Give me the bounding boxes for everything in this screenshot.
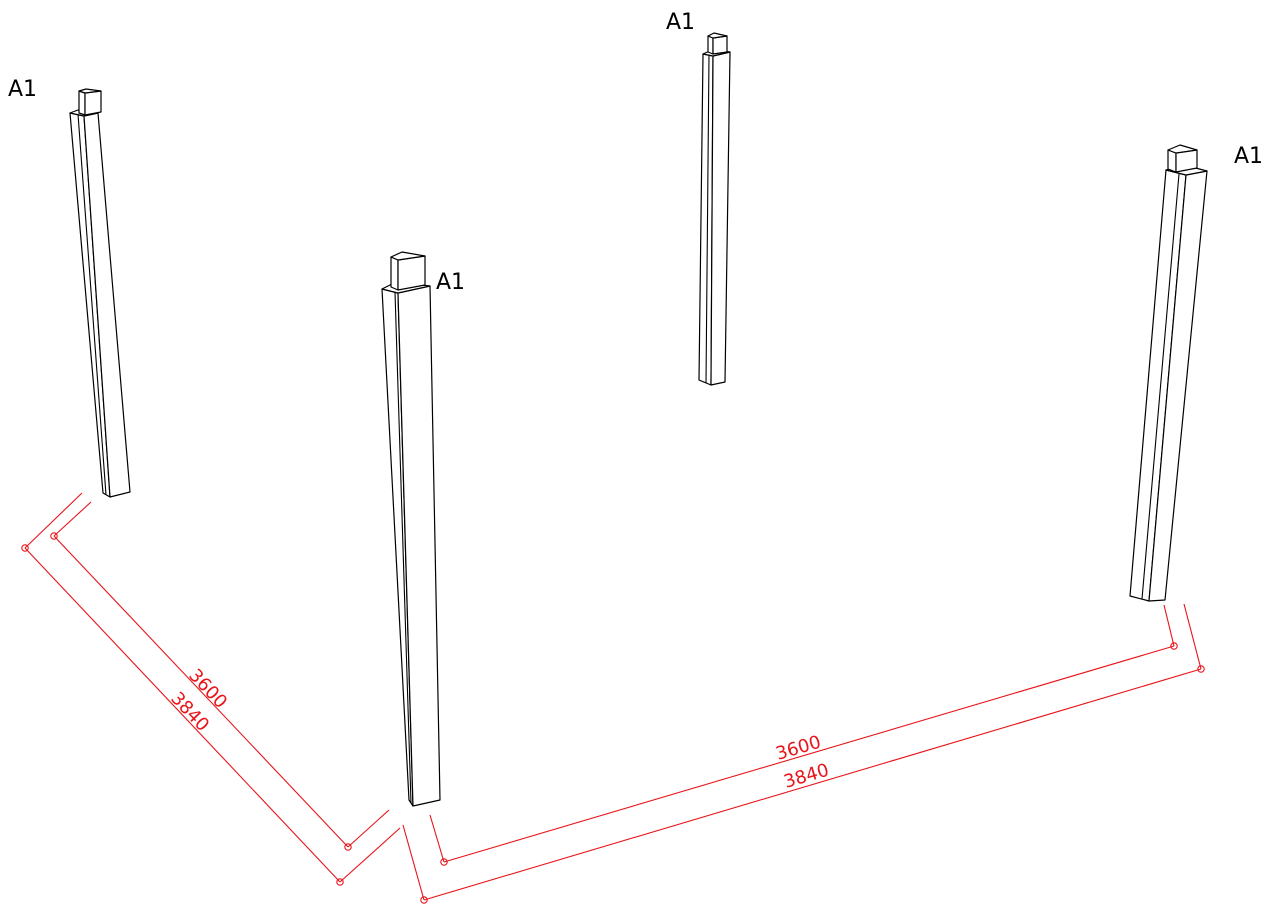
dim-front-ext-outer-right: [1183, 603, 1202, 670]
column-back-middle[interactable]: [698, 32, 731, 386]
column-right-label: A1: [1234, 144, 1263, 169]
dim-front-node-2: [420, 896, 428, 904]
column-right-stub: [1167, 149, 1177, 173]
column-back-left-stub: [78, 90, 86, 116]
dim-left-ext-outer-bottom: [339, 827, 401, 883]
column-back-middle-stub: [707, 35, 714, 55]
dim-front-node-4: [1197, 665, 1205, 673]
column-back-left-stub-side: [84, 90, 102, 116]
dim-front-inner-label: 3600: [773, 732, 823, 765]
dim-front-ext-inner-right: [1163, 604, 1175, 647]
dim-left-outer-line: [24, 547, 341, 883]
column-back-left-stub-top: [78, 88, 102, 94]
dim-left-node-1: [21, 544, 29, 552]
column-front-left-stub-side: [397, 255, 426, 291]
dim-front-ext-inner-left: [429, 814, 445, 863]
dim-left-ext-inner-top: [53, 501, 92, 537]
column-front-left-stub-top: [390, 251, 426, 261]
column-back-left-label: A1: [8, 77, 37, 102]
column-front-left[interactable]: [381, 251, 441, 807]
dimension-left: 3600 3840: [21, 492, 401, 886]
dim-front-node-3: [1170, 642, 1178, 650]
column-front-left-stub: [390, 256, 399, 291]
column-back-middle-stub-side: [712, 35, 728, 55]
dimension-front: 3600 3840: [402, 603, 1205, 904]
dim-left-node-3: [344, 843, 352, 851]
dim-front-outer-line: [423, 668, 1202, 901]
dim-front-ext-outer-left: [402, 824, 425, 901]
column-right-inner-edge: [1141, 173, 1180, 600]
column-back-middle-stub-top: [707, 32, 728, 39]
column-front-left-inner-edge: [394, 291, 412, 804]
column-right[interactable]: [1129, 144, 1208, 602]
column-back-middle-inner-edge: [705, 54, 710, 384]
column-right-stub-side: [1175, 149, 1198, 173]
column-back-left[interactable]: [69, 88, 131, 498]
dim-front-inner-line: [443, 645, 1175, 863]
dim-left-ext-inner-bottom: [347, 809, 390, 848]
dim-front-outer-label: 3840: [781, 760, 831, 793]
column-back-middle-label: A1: [666, 10, 695, 35]
dim-left-inner-line: [53, 535, 349, 848]
dim-left-ext-outer-top: [24, 492, 83, 549]
column-back-middle-side-face: [710, 51, 731, 386]
dim-left-node-2: [50, 532, 58, 540]
column-front-left-label: A1: [436, 270, 465, 295]
column-back-left-inner-edge: [77, 113, 107, 496]
column-right-stub-top: [1167, 144, 1198, 154]
dim-left-node-4: [336, 878, 344, 886]
dim-front-node-1: [440, 858, 448, 866]
